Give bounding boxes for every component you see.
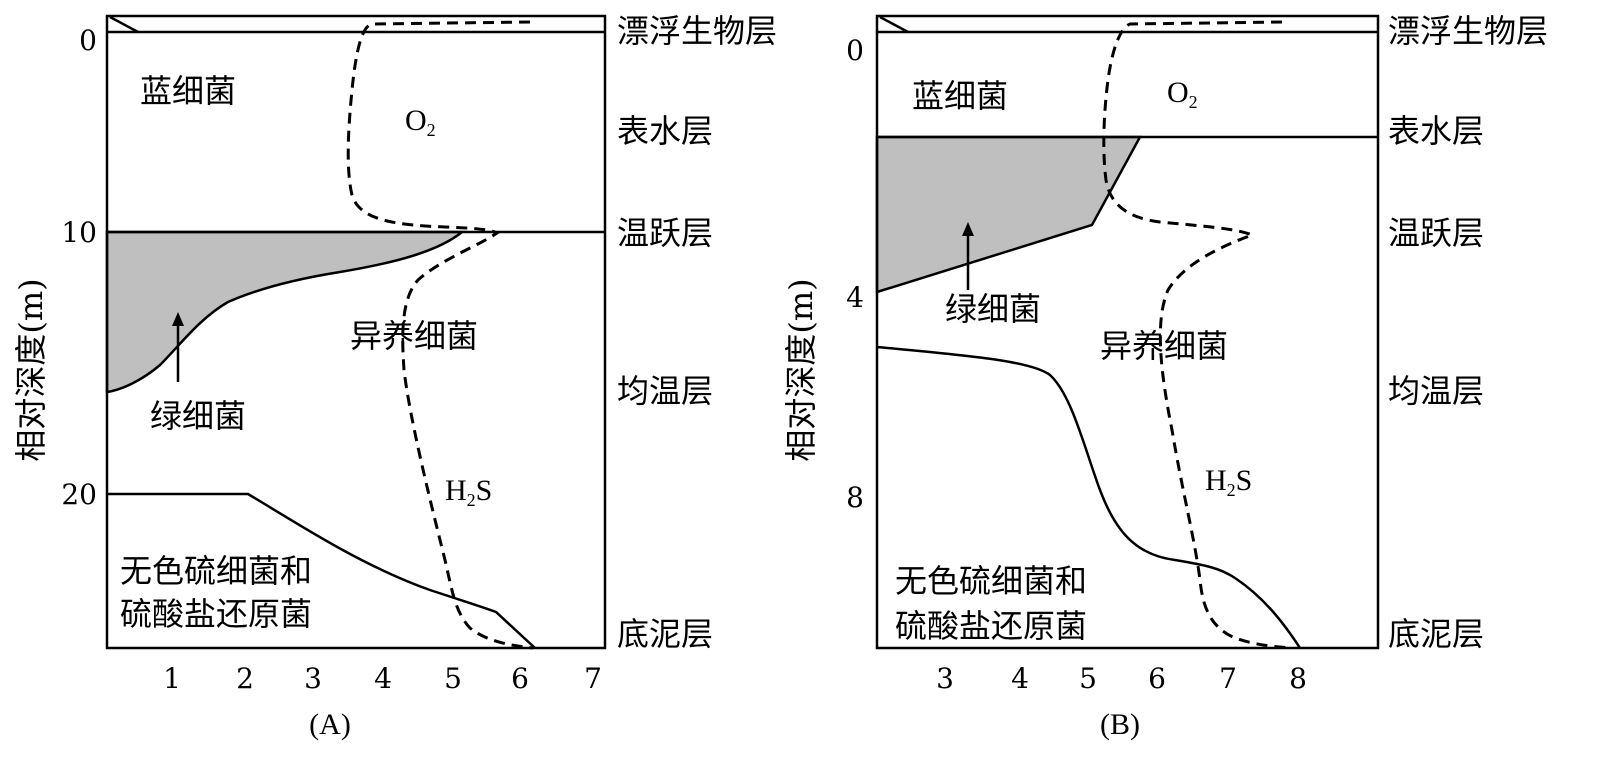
panel-a-x-tick: 4 [374, 662, 392, 695]
panel-b-x-tick: 4 [1011, 662, 1029, 695]
panel-b-frame [875, 14, 1380, 650]
panel-a-h2s-label: H2S [445, 474, 492, 510]
panel-b: 0 4 8 3 4 5 6 7 8 相对深度(m) (B) 漂浮生物层 表水层 … [782, 12, 1548, 741]
panel-b-layer-epilimnion: 表水层 [1388, 112, 1484, 150]
panel-b-y-tick: 0 [846, 34, 864, 67]
panel-a-green-bacteria-region [105, 230, 466, 394]
panel-a-sulfur-bacteria-boundary [107, 492, 536, 649]
panel-a-plankton-marker [109, 15, 139, 34]
panel-b-h2s-label: H2S [1205, 464, 1252, 500]
panel-a-h2s-tail: S [476, 474, 493, 507]
panel-a-h2s-base: H [445, 474, 467, 507]
panel-b-green-bacteria-label: 绿细菌 [945, 290, 1041, 328]
panel-b-layer-hypolimnion: 均温层 [1388, 372, 1484, 410]
panel-b-o2-h2s-profile [1102, 20, 1293, 650]
panel-b-y-tick: 4 [846, 281, 864, 314]
panel-b-o2-base: O [1167, 76, 1189, 109]
panel-b-h2s-sub: 2 [1227, 480, 1236, 500]
panel-a-y-tick: 10 [61, 216, 97, 249]
panel-b-heterotrophic-bacteria-label: 异养细菌 [1100, 327, 1228, 365]
panel-a-layer-thermocline: 温跃层 [617, 214, 713, 252]
panel-b-h2s-tail: S [1236, 464, 1253, 497]
panel-a-x-tick: 1 [163, 662, 181, 695]
panel-b-layer-sediment: 底泥层 [1388, 615, 1484, 653]
panel-a: 0 10 20 1 2 3 4 5 6 7 相对深度(m) (A) 漂浮生物层 … [12, 12, 777, 741]
panel-b-layer-plankton: 漂浮生物层 [1388, 12, 1548, 50]
panel-a-green-bacteria-arrow-head [172, 312, 184, 326]
panel-b-layer-thermocline: 温跃层 [1388, 214, 1484, 252]
panel-b-sulfur-bacteria-label-line1: 无色硫细菌和 [895, 562, 1087, 600]
panel-b-cyanobacteria-label: 蓝细菌 [912, 77, 1008, 115]
panel-b-x-tick: 8 [1289, 662, 1307, 695]
panel-b-o2-sub: 2 [1189, 92, 1198, 112]
panel-a-layer-sediment: 底泥层 [617, 615, 713, 653]
panel-b-y-tick: 8 [846, 481, 864, 514]
panel-a-x-tick: 5 [444, 662, 462, 695]
panel-a-o2-label: O2 [405, 104, 436, 140]
panel-a-o2-h2s-profile [346, 20, 534, 650]
panel-b-sulfur-bacteria-boundary [876, 345, 1302, 649]
panel-b-x-tick: 3 [936, 662, 954, 695]
panel-a-x-tick: 6 [511, 662, 529, 695]
panel-a-x-tick: 7 [584, 662, 602, 695]
panel-b-plankton-marker [879, 15, 909, 34]
panel-a-layer-epilimnion: 表水层 [617, 112, 713, 150]
panel-b-caption: (B) [1100, 708, 1140, 741]
panel-b-h2s-base: H [1205, 464, 1227, 497]
panel-a-o2-base: O [405, 104, 427, 137]
panel-a-layer-hypolimnion: 均温层 [617, 372, 713, 410]
panel-a-heterotrophic-bacteria-label: 异养细菌 [350, 317, 478, 355]
panel-a-y-axis-title: 相对深度(m) [12, 278, 50, 461]
panel-a-x-tick: 3 [304, 662, 322, 695]
panel-a-green-bacteria-label: 绿细菌 [150, 397, 246, 435]
panel-b-x-tick: 5 [1079, 662, 1097, 695]
panel-b-green-bacteria-arrow-head [962, 222, 974, 236]
panel-b-y-axis-title: 相对深度(m) [782, 278, 820, 461]
panel-a-sulfur-bacteria-label-line1: 无色硫细菌和 [120, 552, 312, 590]
panel-b-sulfur-bacteria-label-line2: 硫酸盐还原菌 [895, 607, 1087, 645]
panel-a-x-tick: 2 [236, 662, 254, 695]
panel-a-y-tick: 0 [79, 24, 97, 57]
panel-a-frame [105, 14, 607, 650]
panel-b-x-tick: 6 [1148, 662, 1166, 695]
panel-a-layer-plankton: 漂浮生物层 [617, 12, 777, 50]
panel-b-o2-label: O2 [1167, 76, 1198, 112]
panel-b-x-tick: 7 [1219, 662, 1237, 695]
panel-a-caption: (A) [309, 708, 351, 741]
panel-a-sulfur-bacteria-label-line2: 硫酸盐还原菌 [120, 595, 312, 633]
panel-a-o2-sub: 2 [427, 120, 436, 140]
panel-a-cyanobacteria-label: 蓝细菌 [140, 72, 236, 110]
panel-b-green-bacteria-region [875, 135, 1143, 294]
panel-a-y-tick: 20 [61, 478, 97, 511]
panel-a-h2s-sub: 2 [467, 490, 476, 510]
